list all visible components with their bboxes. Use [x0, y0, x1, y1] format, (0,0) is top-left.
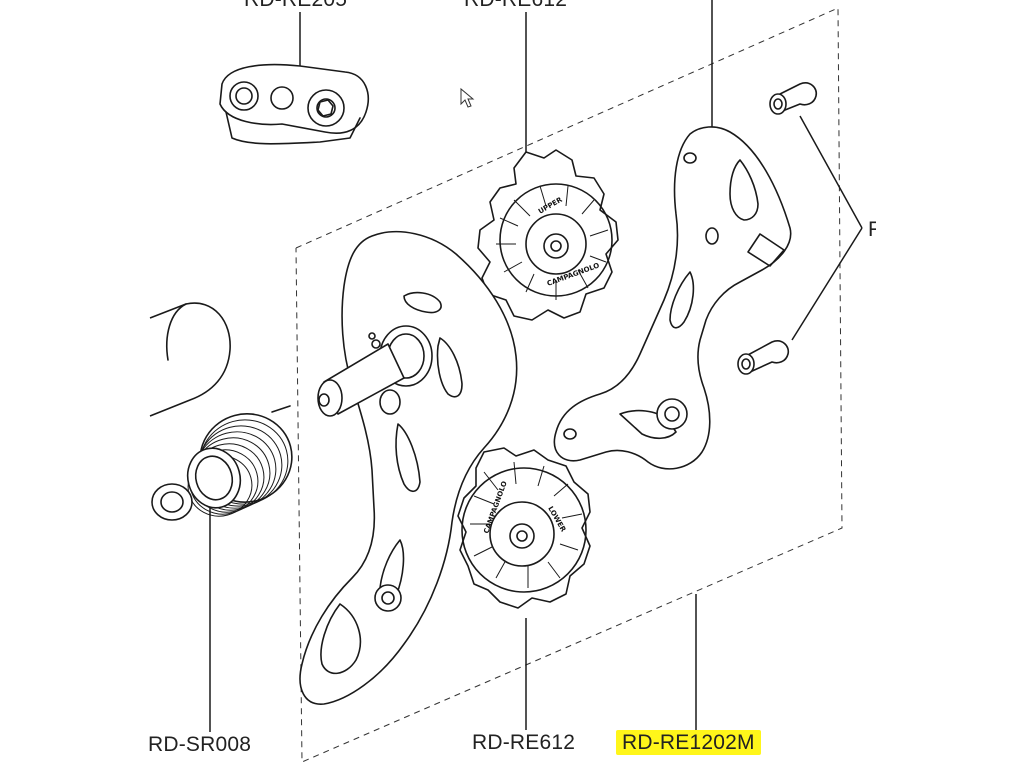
assembly-boundary	[295, 7, 843, 763]
lower-pulley: LOWER CAMPAGNOLO	[457, 447, 591, 609]
label-rd-re612-top[interactable]: RD-RE612	[464, 0, 567, 12]
label-rd-sr008[interactable]: RD-SR008	[148, 733, 252, 756]
body-cylinder	[149, 302, 231, 417]
mouse-cursor-icon	[460, 87, 475, 108]
label-rd-pt[interactable]: RD-PT	[868, 218, 876, 241]
pin-top	[769, 82, 818, 115]
coil-spring	[186, 405, 293, 517]
inner-cage-plate	[299, 230, 518, 705]
link-plate-part	[219, 63, 370, 145]
label-rd-re1202m[interactable]: RD-RE1202M	[616, 730, 761, 755]
pin-bottom	[737, 340, 790, 375]
outer-cage-plate	[553, 126, 792, 470]
leader-lines	[209, 0, 863, 732]
upper-pulley: UPPER CAMPAGNOLO	[477, 149, 619, 321]
label-rd-re205[interactable]: RD-RE205	[244, 0, 347, 12]
washer	[151, 483, 193, 521]
label-rd-re612-bottom[interactable]: RD-RE612	[472, 731, 576, 754]
